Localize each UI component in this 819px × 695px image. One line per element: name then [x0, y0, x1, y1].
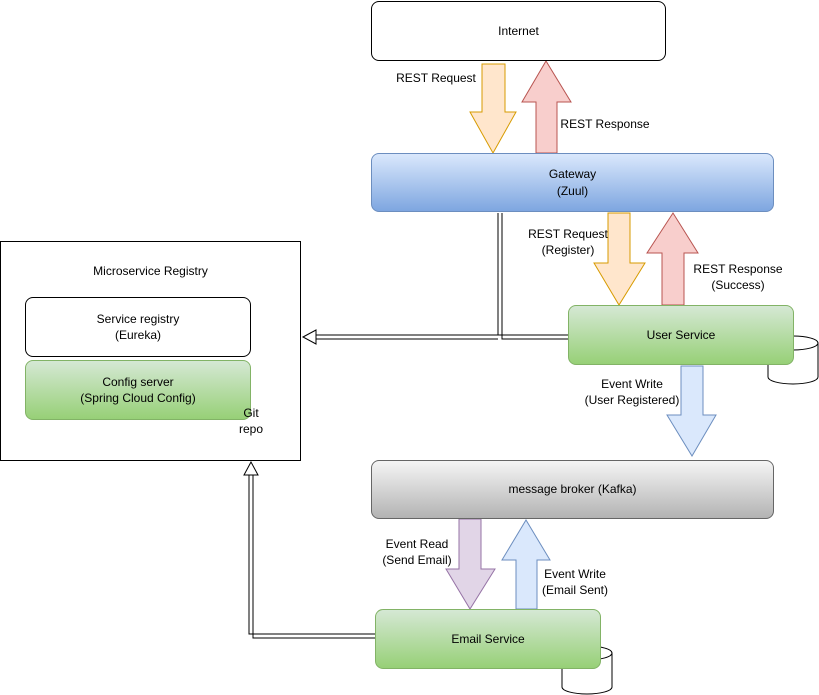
rest-request-register-line1: REST Request: [528, 227, 608, 241]
rest-request-register-line2: (Register): [541, 243, 595, 258]
rest-response-success-label: REST Response (Success): [688, 261, 788, 293]
service-registry-sublabel: (Eureka): [114, 328, 161, 342]
gateway-label: Gateway: [548, 167, 597, 182]
message-broker-label: message broker (Kafka): [508, 482, 637, 497]
git-repo-label: Git repo: [226, 404, 276, 438]
event-read-send-email-arrow: [445, 518, 496, 610]
user-service-node[interactable]: User Service: [568, 305, 794, 365]
email-service-label: Email Service: [451, 631, 525, 646]
registry-connector-bottom: [248, 475, 375, 639]
internet-node[interactable]: Internet: [371, 1, 666, 61]
service-registry-node[interactable]: Service registry (Eureka): [25, 297, 251, 357]
rest-response-label: REST Response: [560, 117, 650, 131]
service-registry-label: Service registry: [96, 311, 180, 326]
event-read-send-email-label: Event Read (Send Email): [378, 536, 456, 568]
event-read-send-email-line1: Event Read: [385, 537, 449, 551]
registry-connector-bottom-arrowhead: [243, 460, 259, 476]
rest-response-success-arrow: [646, 212, 699, 306]
rest-request-register-arrow: [593, 212, 646, 306]
message-broker-node[interactable]: message broker (Kafka): [371, 460, 774, 519]
event-write-user-registered-line1: Event Write: [601, 377, 663, 391]
registry-connector-top: [316, 213, 568, 340]
git-repo-label-line1: Git: [243, 405, 259, 420]
rest-request-register-label: REST Request (Register): [522, 226, 614, 258]
event-write-email-sent-line2: (Email Sent): [541, 583, 609, 598]
event-write-user-registered-line2: (User Registered): [584, 393, 680, 408]
event-write-user-registered-label: Event Write (User Registered): [578, 376, 686, 408]
rest-request-arrow: [469, 63, 517, 155]
event-write-email-sent-label: Event Write (Email Sent): [538, 566, 612, 598]
registry-title: Microservice Registry: [93, 264, 208, 278]
event-write-email-sent-arrow: [501, 519, 551, 610]
event-write-email-sent-line1: Event Write: [544, 567, 606, 581]
gateway-sublabel: (Zuul): [556, 183, 589, 198]
rest-response-arrow: [521, 60, 572, 154]
config-server-label: Config server: [102, 374, 174, 389]
git-repo-label-line2: repo: [238, 422, 264, 436]
rest-response-success-line2: (Success): [711, 278, 765, 293]
rest-response-success-line1: REST Response: [693, 262, 783, 276]
rest-request-label: REST Request: [396, 71, 476, 85]
event-read-send-email-line2: (Send Email): [382, 553, 452, 568]
registry-connector-top-arrowhead: [301, 329, 317, 345]
internet-label: Internet: [498, 23, 539, 38]
email-service-node[interactable]: Email Service: [375, 609, 601, 669]
user-service-label: User Service: [646, 327, 716, 342]
config-server-node[interactable]: Config server (Spring Cloud Config): [25, 360, 251, 420]
gateway-node[interactable]: Gateway (Zuul): [371, 153, 774, 212]
config-server-sublabel: (Spring Cloud Config): [80, 391, 196, 405]
event-write-user-registered-arrow: [666, 365, 717, 457]
